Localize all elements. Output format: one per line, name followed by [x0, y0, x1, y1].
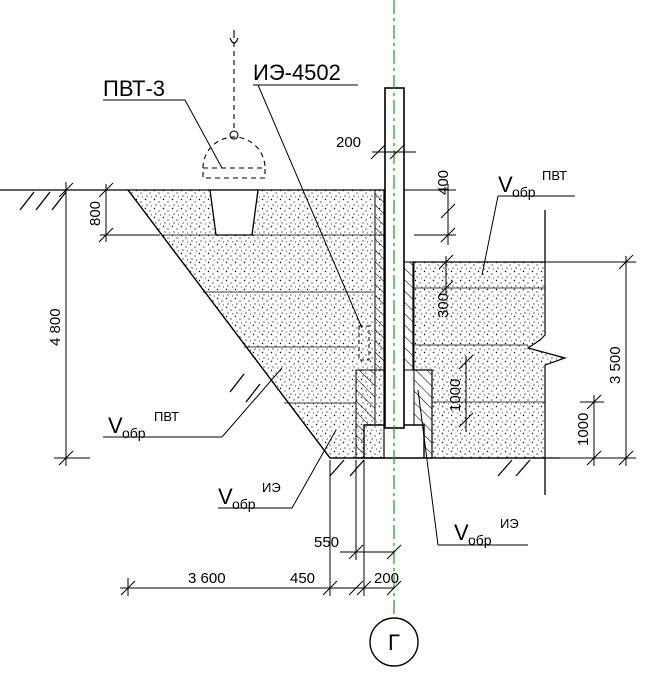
- dim-200-bottom: 200: [374, 570, 399, 587]
- dim-3600: 3 600: [188, 570, 226, 587]
- dim-450: 450: [290, 570, 315, 587]
- dim-1000-right: 1000: [575, 413, 592, 446]
- svg-text:V: V: [218, 484, 233, 509]
- v-label-left: V обр ПВТ: [108, 409, 179, 441]
- svg-text:обр: обр: [122, 425, 146, 441]
- svg-text:ИЭ: ИЭ: [262, 480, 281, 495]
- dim-200-top: 200: [336, 134, 361, 151]
- svg-text:V: V: [108, 413, 123, 438]
- shield-dashed: [358, 325, 370, 361]
- dim-800: 800: [87, 201, 104, 226]
- svg-text:ИЭ: ИЭ: [500, 516, 519, 531]
- axis-label: Г: [388, 630, 400, 655]
- axis-marker: [369, 617, 419, 667]
- backfill-right: [412, 261, 568, 459]
- svg-text:V: V: [498, 172, 513, 197]
- shield-label: ИЭ-4502: [253, 60, 341, 85]
- crane-label: ПВТ-3: [103, 76, 165, 101]
- dim-300: 300: [435, 293, 452, 318]
- leader-lines: [103, 84, 575, 546]
- svg-text:обр: обр: [468, 532, 492, 548]
- dim-1000-inner: 1000: [447, 379, 464, 412]
- svg-text:ПВТ: ПВТ: [154, 409, 179, 424]
- dim-4800: 4 800: [47, 308, 64, 346]
- dim-3500: 3 500: [607, 346, 624, 384]
- svg-text:обр: обр: [512, 184, 536, 200]
- crane-bucket-icon: [202, 30, 266, 236]
- svg-text:обр: обр: [232, 496, 256, 512]
- v-label-bottom-right: V обр ИЭ: [454, 516, 519, 548]
- dim-550: 550: [314, 534, 339, 551]
- dimension-lines: [54, 144, 636, 596]
- svg-text:ПВТ: ПВТ: [542, 168, 567, 183]
- v-label-top-right: V обр ПВТ: [498, 168, 567, 200]
- dim-400: 400: [435, 170, 452, 195]
- v-label-bottom-left: V обр ИЭ: [218, 480, 281, 512]
- svg-text:V: V: [454, 520, 469, 545]
